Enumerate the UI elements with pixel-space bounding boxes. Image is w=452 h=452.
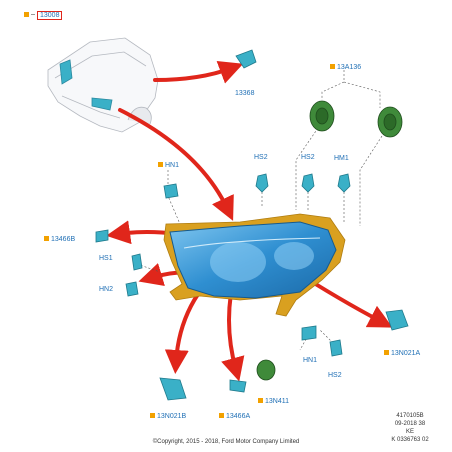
label-hn1-bottom[interactable]: HN1	[303, 357, 318, 364]
vehicle-illustration	[47, 37, 159, 133]
headlamp-lens	[169, 221, 337, 299]
bulb-13A136	[309, 100, 403, 138]
part-hn1-bottom	[301, 325, 317, 341]
fasteners	[95, 49, 409, 401]
part-number-13008[interactable]: 13008	[37, 11, 63, 20]
dashed-leaders	[136, 70, 383, 351]
label-13A136[interactable]: 13A136	[330, 64, 361, 72]
part-hn1-top	[163, 183, 179, 199]
part-hs2-b	[301, 173, 315, 193]
part-hs2-a	[255, 173, 269, 193]
arrow-to-13368	[153, 60, 244, 84]
exploded-arrows	[106, 60, 393, 382]
label-13466A[interactable]: 13466A	[219, 413, 250, 421]
arrow-to-headlamp	[118, 108, 234, 221]
label-13368[interactable]: 13368	[235, 90, 255, 97]
label-hs2-b[interactable]: HS2	[301, 154, 315, 161]
main-part-reference[interactable]: 13008	[24, 11, 63, 20]
label-13N411[interactable]: 13N411	[258, 398, 289, 406]
label-13N021A[interactable]: 13N021A	[384, 350, 420, 358]
part-hs2-bottom	[329, 339, 343, 357]
part-hn2	[125, 281, 139, 297]
part-13466A	[229, 379, 247, 393]
label-hs2-bottom[interactable]: HS2	[328, 372, 342, 379]
part-hm1	[337, 173, 351, 193]
part-13N021A	[385, 309, 409, 331]
label-13466B[interactable]: 13466B	[44, 236, 75, 244]
part-13466B	[95, 229, 109, 243]
label-13N021B[interactable]: 13N021B	[150, 413, 186, 421]
label-hs1[interactable]: HS1	[99, 255, 113, 262]
label-hs2-a[interactable]: HS2	[254, 154, 268, 161]
label-hm1[interactable]: HM1	[334, 155, 349, 162]
label-hn2[interactable]: HN2	[99, 286, 114, 293]
part-13N021B	[159, 377, 187, 401]
illustration-reference: 4170105B 09-2018 38 KE K 0336763 02	[391, 413, 429, 443]
label-hn1-top[interactable]: HN1	[158, 162, 179, 170]
part-hs1	[131, 253, 143, 271]
part-13N411	[256, 359, 276, 381]
part-13368	[235, 49, 257, 69]
copyright-notice: ©Copyright, 2015 - 2018, Ford Motor Comp…	[152, 439, 300, 445]
callout-bullet	[24, 12, 29, 17]
